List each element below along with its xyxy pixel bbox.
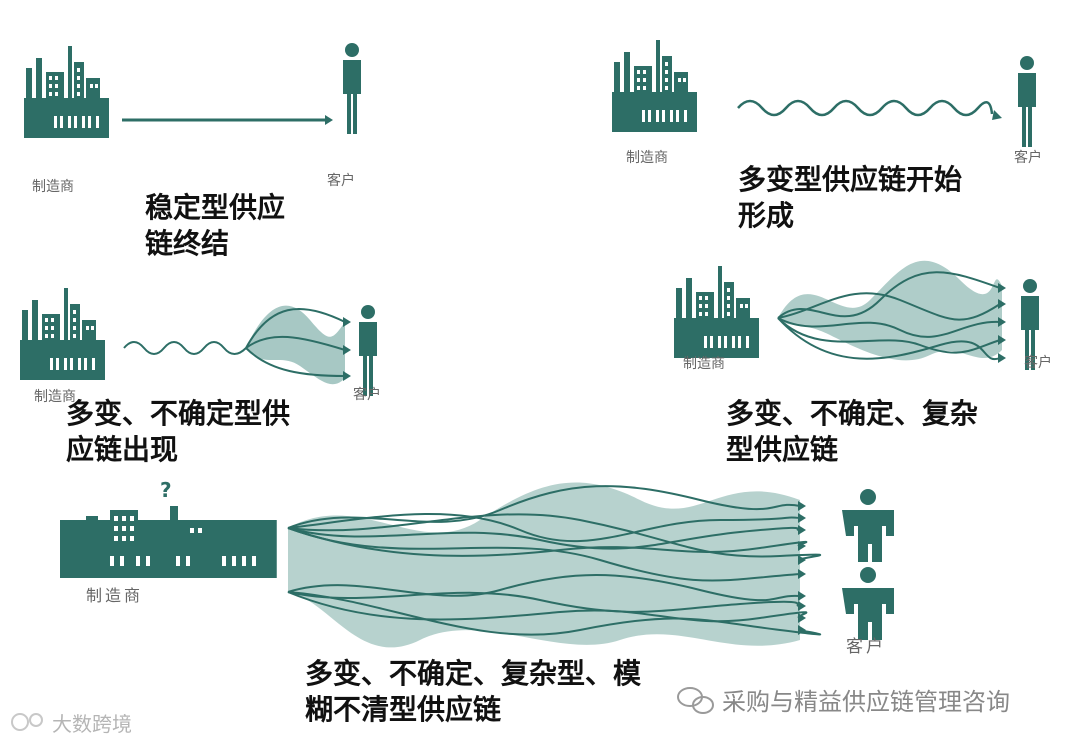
manufacturer-label: 制造商 <box>32 176 74 196</box>
brand-logo-icon <box>12 714 42 730</box>
customer-label: 客户 <box>1014 147 1042 167</box>
caption-stable: 稳定型供应 链终结 <box>145 190 285 262</box>
panel-variable <box>612 40 1036 147</box>
wechat-icon <box>678 688 713 713</box>
caption-uncertain: 多变、不确定型供 应链出现 <box>66 396 290 468</box>
customer-label: 客户 <box>1024 352 1052 372</box>
customer-icon <box>359 305 377 396</box>
customer-icon <box>1018 56 1036 147</box>
factory-icon <box>612 40 697 132</box>
caption-fuzzy: 多变、不确定、复杂型、模 糊不清型供应链 <box>305 656 641 728</box>
factory-icon <box>674 266 759 358</box>
caption-variable: 多变型供应链开始 形成 <box>738 162 962 234</box>
factory-icon <box>24 46 109 138</box>
customer-label: 客户 <box>846 632 886 657</box>
panel-fuzzy <box>60 483 894 648</box>
customer-label: 客户 <box>353 384 381 404</box>
question-mark: ? <box>160 478 172 502</box>
wavy-flow-line <box>124 342 246 354</box>
caption-complex: 多变、不确定、复杂 型供应链 <box>726 396 978 468</box>
manufacturer-label: 制造商 <box>86 582 143 606</box>
customer-label: 客户 <box>327 170 355 190</box>
customer-icon <box>842 489 894 562</box>
manufacturer-label: 制造商 <box>626 147 668 167</box>
customer-icon <box>343 43 361 134</box>
manufacturer-label: 制造商 <box>683 353 725 373</box>
panel-uncertain <box>20 288 377 396</box>
watermark-right: 采购与精益供应链管理咨询 <box>722 682 1010 717</box>
wavy-flow-line <box>738 101 992 115</box>
arrow-head <box>992 110 1002 120</box>
arrow-head <box>325 115 333 125</box>
panel-complex <box>674 261 1039 370</box>
factory-icon <box>20 288 105 380</box>
panel-stable <box>24 43 361 138</box>
customer-icon <box>842 567 894 640</box>
watermark-left: 大数跨境 <box>52 708 132 737</box>
